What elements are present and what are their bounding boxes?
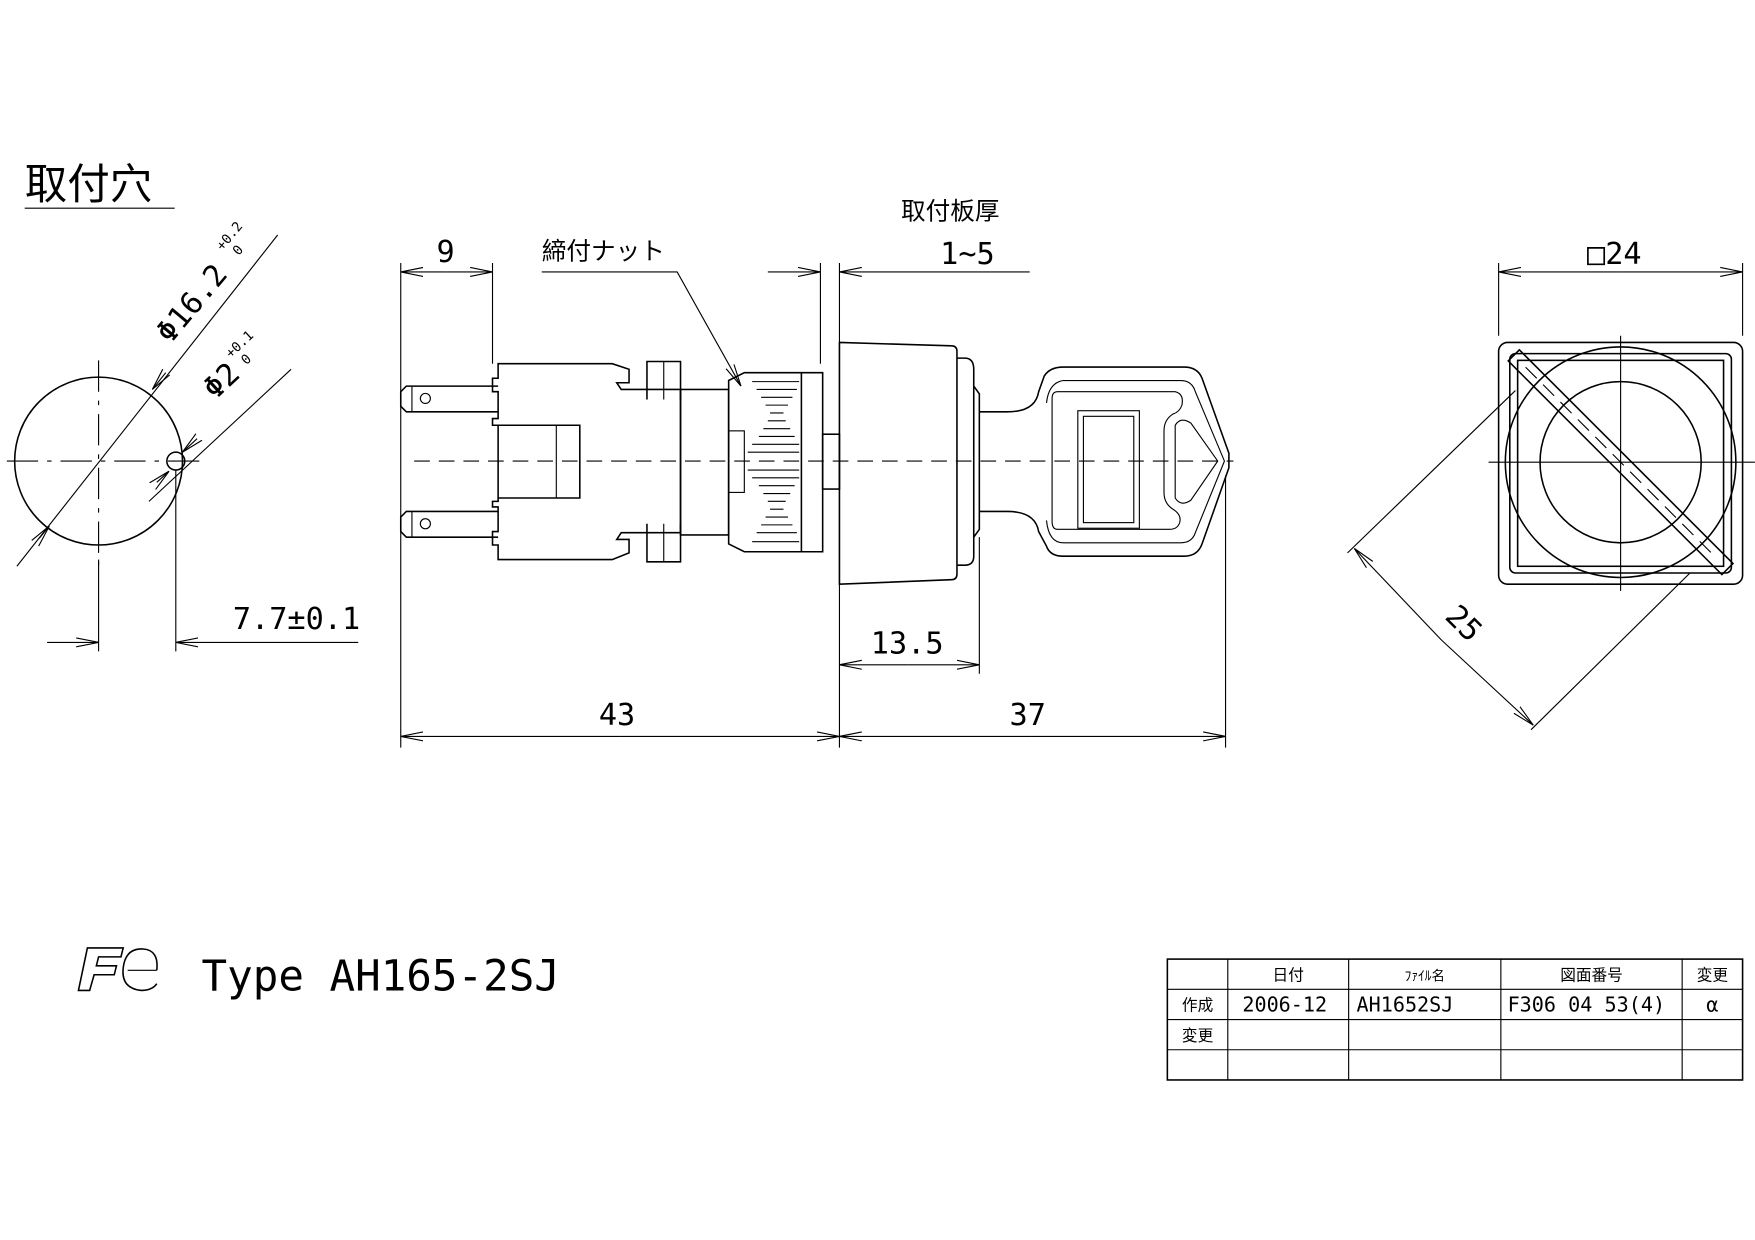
dia-pin-tol-lower: 0 xyxy=(239,352,255,368)
header-drawing-no: 図面番号 xyxy=(1560,965,1623,984)
dim-bezel-label: 13.5 xyxy=(871,627,944,662)
row-created-label: 作成 xyxy=(1182,996,1213,1015)
mounting-hole-view: 取付穴 Φ16.2 +0.2 0 Φ2 +0.1 0 7.7±0.1 xyxy=(6,161,360,652)
dia-main-label: Φ16.2 xyxy=(150,258,235,350)
fuji-electric-logo xyxy=(77,947,158,992)
dim-front-label: 37 xyxy=(1010,698,1046,733)
cell-change: α xyxy=(1706,993,1718,1017)
revision-table: 日付 ﾌｧｲﾙ名 図面番号 変更 作成 変更 2006-12 AH1652SJ … xyxy=(1166,958,1744,1081)
type-label: Type AH165-2SJ xyxy=(202,952,560,1001)
panel-thickness-label: 取付板厚 xyxy=(901,196,999,225)
dim-rear-label: 43 xyxy=(599,698,635,733)
header-date: 日付 xyxy=(1273,965,1304,984)
dia-main-arrow-high xyxy=(152,373,165,390)
header-file: ﾌｧｲﾙ名 xyxy=(1405,968,1445,984)
dia-main-tol-lower: 0 xyxy=(230,243,247,259)
key-slot-bar xyxy=(1507,348,1735,576)
cell-file: AH1652SJ xyxy=(1356,993,1453,1017)
title-block: Type AH165-2SJ xyxy=(77,947,560,1001)
switch-housing xyxy=(491,362,682,561)
housing-cutout xyxy=(498,424,581,499)
mounting-nut xyxy=(727,371,824,553)
operator-head xyxy=(838,341,958,586)
key-window xyxy=(1077,410,1140,529)
nut-label: 締付ナット xyxy=(542,237,665,266)
bezel xyxy=(956,357,975,566)
side-view: 9 締付ナット 取付板厚 1~5 13.5 43 37 xyxy=(399,196,1234,748)
header-change: 変更 xyxy=(1697,965,1729,984)
nut-leader xyxy=(541,271,741,386)
terminal-upper xyxy=(399,385,499,413)
terminal-lower xyxy=(399,510,499,538)
switch-body-barrel xyxy=(679,388,730,536)
row-changed-label: 変更 xyxy=(1182,1026,1214,1045)
dia-pin-label: Φ2 xyxy=(197,356,247,406)
dim-diag-label: 25 xyxy=(1438,599,1488,649)
dia-main-leader xyxy=(16,234,279,567)
dia-main-arrow-low xyxy=(39,526,49,538)
cell-drawing-no: F306 04 53(4) xyxy=(1508,993,1666,1017)
mounting-hole-title: 取付穴 xyxy=(25,161,153,210)
dia-pin-leader xyxy=(148,368,292,502)
dim-square-label: □24 xyxy=(1587,237,1642,272)
offset-label: 7.7±0.1 xyxy=(233,602,360,637)
dia-pin-arrow-low xyxy=(157,471,169,482)
panel-range-label: 1~5 xyxy=(940,237,995,272)
bezel-flange xyxy=(973,385,981,538)
cell-date: 2006-12 xyxy=(1242,993,1327,1017)
dia-pin-arrow-high xyxy=(183,439,198,452)
front-view: □24 25 xyxy=(1347,237,1755,731)
dim-terminal-label: 9 xyxy=(437,235,455,270)
key xyxy=(979,366,1230,557)
